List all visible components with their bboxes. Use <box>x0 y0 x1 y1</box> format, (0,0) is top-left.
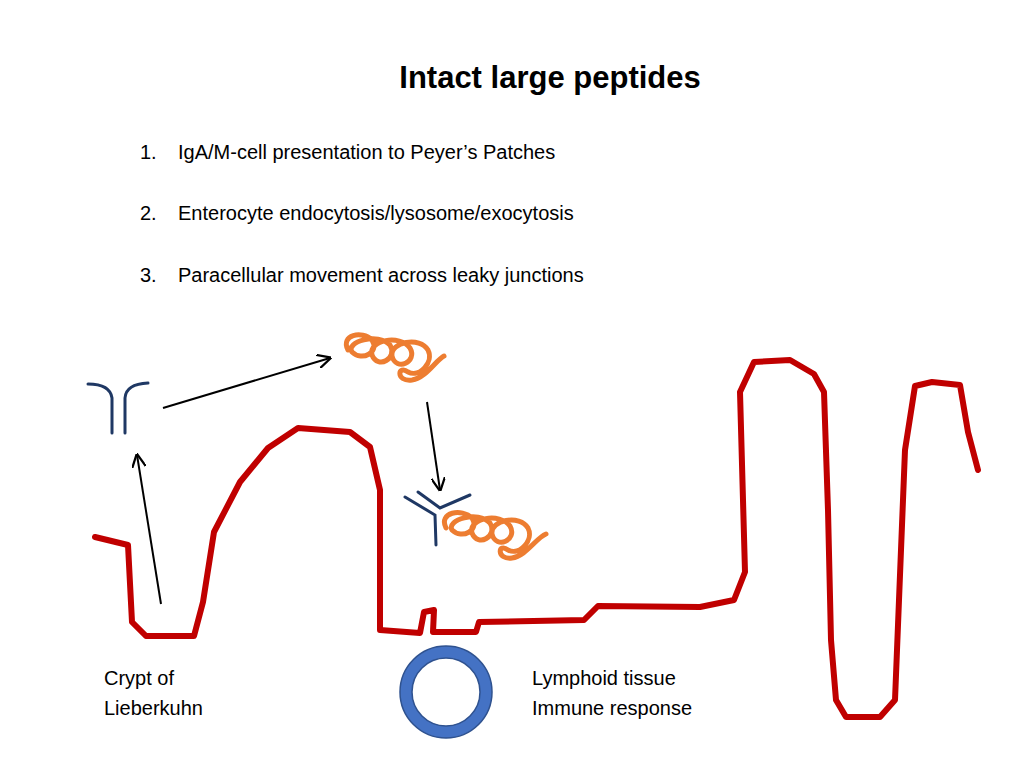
diagram-title: Intact large peptides <box>399 60 700 96</box>
node-shape <box>395 640 735 750</box>
intestinal-lining <box>95 360 978 717</box>
free-peptide <box>346 335 444 380</box>
crypt-label: Crypt of Lieberkuhn <box>104 663 229 723</box>
list-number: 1. <box>140 137 180 167</box>
list-number: 2. <box>140 198 180 228</box>
list-item: Paracellular movement across leaky junct… <box>178 260 698 290</box>
free-antibody <box>88 383 148 433</box>
list-item: Enterocyte endocytosis/lysosome/exocytos… <box>178 198 698 228</box>
secretion-arrow <box>137 455 161 604</box>
list-number: 3. <box>140 260 180 290</box>
list-item: IgA/M-cell presentation to Peyer’s Patch… <box>178 137 698 167</box>
lymphoid-node: Lymphoid tissue Immune response <box>395 640 735 750</box>
binding-arrow <box>163 358 330 408</box>
lymphoid-ring-edge <box>400 646 492 738</box>
bound-peptide <box>444 513 546 559</box>
lymphoid-ring-edge <box>412 658 480 726</box>
lymphoid-ring <box>406 652 486 732</box>
capture-arrow <box>427 402 440 490</box>
node-text: Lymphoid tissue Immune response <box>532 663 717 723</box>
